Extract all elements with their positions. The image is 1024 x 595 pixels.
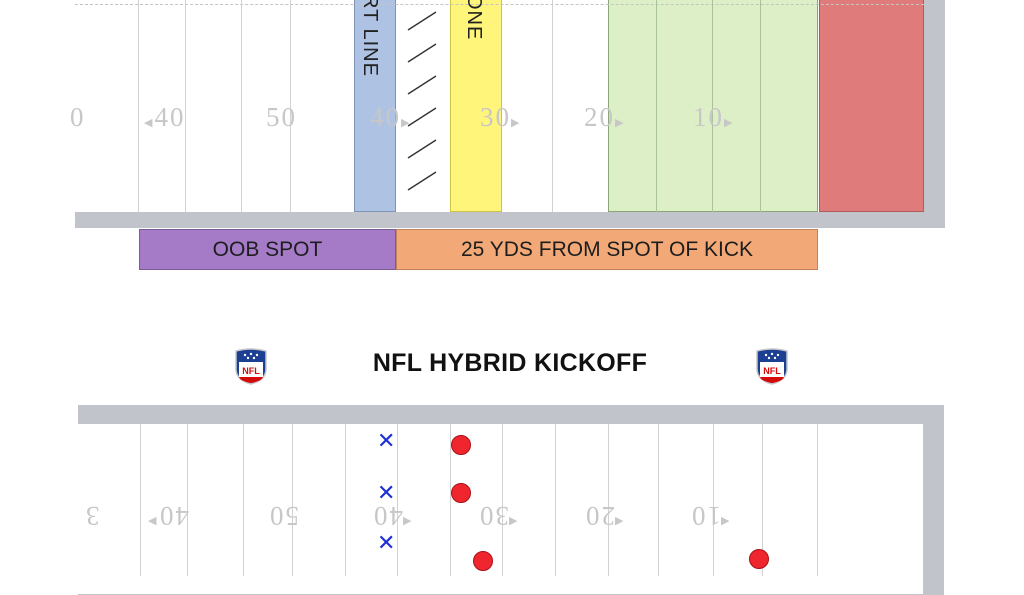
red-zone — [819, 0, 924, 212]
nfl-shield-icon: NFL — [756, 348, 788, 385]
kicking-player-x-icon: ✕ — [377, 531, 396, 556]
svg-text:NFL: NFL — [763, 366, 781, 376]
green-zone — [608, 0, 818, 212]
receiving-player-dot — [473, 551, 493, 571]
right-arrow-icon: ▶ — [403, 514, 414, 527]
nfl-shield-icon: NFL — [235, 348, 267, 385]
kicking-player-x-icon: ✕ — [377, 481, 396, 506]
yard-line — [138, 0, 139, 212]
yard-number: 30▶ — [480, 102, 522, 132]
yard-line — [817, 424, 818, 576]
yard-number: 40▶ — [370, 102, 412, 132]
yard-line — [608, 424, 609, 576]
yard-line — [187, 424, 188, 576]
right-arrow-icon: ▶ — [511, 116, 522, 129]
yard-line — [397, 424, 398, 576]
yard-number: 20▶ — [584, 501, 626, 531]
yard-line — [243, 424, 244, 576]
yard-line — [241, 0, 242, 212]
yard-line — [658, 424, 659, 576]
svg-text:NFL: NFL — [242, 366, 260, 376]
yard-line — [713, 424, 714, 576]
right-arrow-icon: ▶ — [721, 514, 732, 527]
yard-line — [712, 0, 713, 212]
right-arrow-icon: ▶ — [401, 116, 412, 129]
setup-zone — [354, 0, 396, 212]
yard-number: 30▶ — [478, 501, 520, 531]
landing-zone — [450, 0, 502, 212]
left-arrow-icon: ◀ — [148, 514, 159, 527]
yard-line — [290, 0, 291, 212]
yard-line — [140, 424, 141, 576]
setup-zone-label: RT LINE — [359, 0, 381, 77]
yard-line — [656, 0, 657, 212]
receiving-player-dot — [451, 483, 471, 503]
yard-line — [552, 0, 553, 212]
yard-line — [760, 0, 761, 212]
receiving-player-dot — [749, 549, 769, 569]
receiving-player-dot — [451, 435, 471, 455]
bottom-field-turf — [78, 424, 923, 594]
page-title: NFL HYBRID KICKOFF — [372, 349, 648, 377]
yard-number: ◀40 — [144, 102, 186, 132]
yard-number: 20▶ — [584, 102, 626, 132]
yard-number: 10▶ — [693, 102, 735, 132]
yard-line — [555, 424, 556, 576]
hatch-marks — [407, 11, 437, 191]
yard-line — [185, 0, 186, 212]
yard-number: ◀40 — [148, 501, 190, 531]
yard-line — [345, 424, 346, 576]
top-field-dashed-line — [75, 4, 924, 5]
oob-spot-bar: OOB SPOT — [139, 229, 396, 270]
yard-number: 40▶ — [372, 501, 414, 531]
right-arrow-icon: ▶ — [724, 116, 735, 129]
yard-number: 0 — [70, 102, 86, 132]
yard-number: 3 — [84, 501, 100, 531]
yard-line — [292, 424, 293, 576]
yard-line — [762, 424, 763, 576]
right-arrow-icon: ▶ — [509, 514, 520, 527]
left-arrow-icon: ◀ — [144, 116, 155, 129]
yard-line — [502, 424, 503, 576]
right-arrow-icon: ▶ — [615, 116, 626, 129]
yard-number: 50 — [266, 102, 297, 132]
yard-number: 50 — [268, 501, 299, 531]
25-yds-from-spot-bar: 25 YDS FROM SPOT OF KICK — [396, 229, 818, 270]
kicking-player-x-icon: ✕ — [377, 429, 396, 454]
landing-zone-label: ONE — [463, 0, 485, 41]
yard-number: 10▶ — [690, 501, 732, 531]
yard-line — [450, 424, 451, 576]
right-arrow-icon: ▶ — [615, 514, 626, 527]
